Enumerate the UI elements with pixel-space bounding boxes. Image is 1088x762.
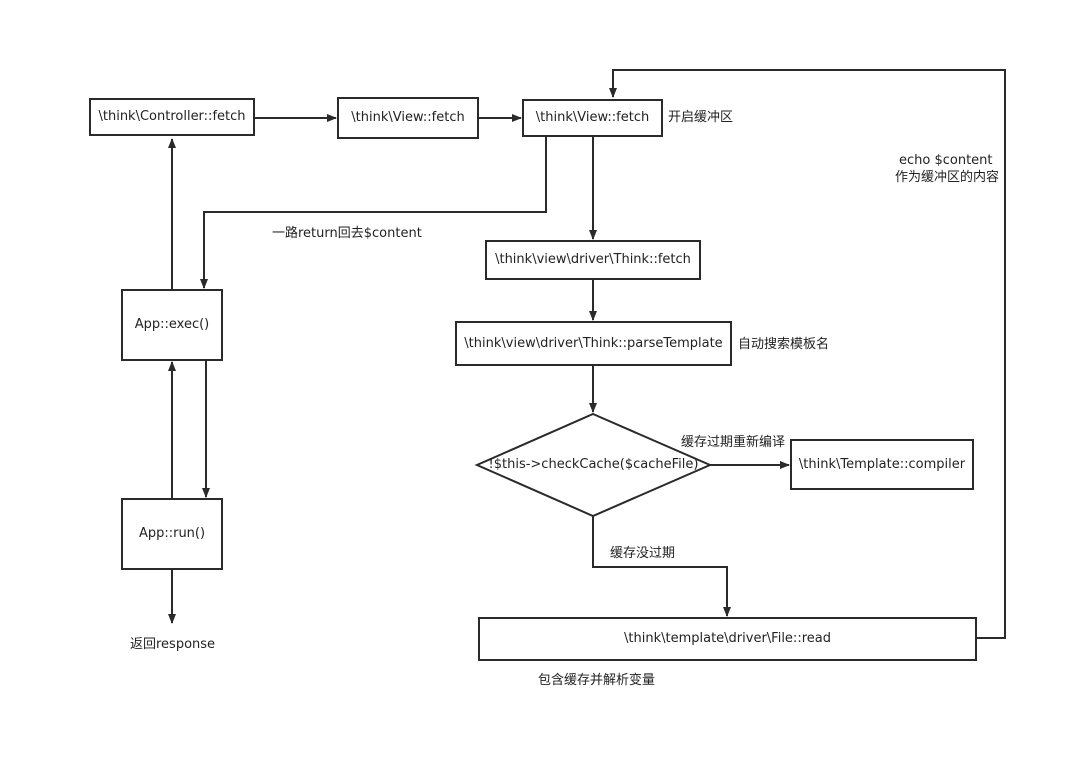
- parse-template-node: \think\view\driver\Think::parseTemplate: [455, 321, 732, 366]
- think-fetch-node: \think\view\driver\Think::fetch: [485, 240, 701, 280]
- return-response-label: 返回response: [130, 637, 216, 652]
- view-fetch-text-1: \think\View::fetch: [351, 110, 465, 125]
- compiler-text: \think\Template::compiler: [798, 456, 966, 472]
- echo-content-label: echo $content: [899, 153, 993, 168]
- check-cache-text: !$this->checkCache($cacheFile): [488, 457, 699, 472]
- auto-search-label: 自动搜索模板名: [738, 337, 830, 352]
- view-fetch-text-2: \think\View::fetch: [535, 110, 650, 125]
- file-read-node: \think\template\driver\File::read: [478, 617, 977, 661]
- arrow-check-to-read: [592, 516, 731, 617]
- app-run-node: App::run(): [121, 498, 223, 570]
- check-cache-diamond: [474, 412, 713, 518]
- app-exec-text: App::exec(): [134, 317, 210, 332]
- arrow-read-to-view: [609, 69, 1006, 639]
- arrow-return-content: [200, 137, 547, 289]
- controller-fetch-text: \think\Controller::fetch: [98, 109, 246, 124]
- parse-template-text: \think\view\driver\Think::parseTemplate: [464, 335, 723, 351]
- think-fetch-text: \think\view\driver\Think::fetch: [495, 252, 691, 267]
- app-run-text: App::run(): [138, 526, 206, 541]
- view-fetch-node-1: \think\View::fetch: [337, 97, 479, 139]
- return-content-label: 一路return回去$content: [272, 226, 422, 241]
- open-buffer-label: 开启缓冲区: [668, 110, 734, 125]
- compiler-node: \think\Template::compiler: [790, 439, 974, 490]
- app-exec-node: App::exec(): [121, 289, 223, 361]
- echo-buffer-label: 作为缓冲区的内容: [895, 170, 1000, 185]
- controller-fetch-node: \think\Controller::fetch: [89, 98, 255, 136]
- view-fetch-node-2: \think\View::fetch: [522, 99, 663, 137]
- cache-expired-label: 缓存过期重新编译: [681, 435, 786, 450]
- cache-valid-label: 缓存没过期: [610, 546, 676, 561]
- file-read-text: \think\template\driver\File::read: [624, 631, 831, 646]
- include-cache-label: 包含缓存并解析变量: [538, 673, 656, 688]
